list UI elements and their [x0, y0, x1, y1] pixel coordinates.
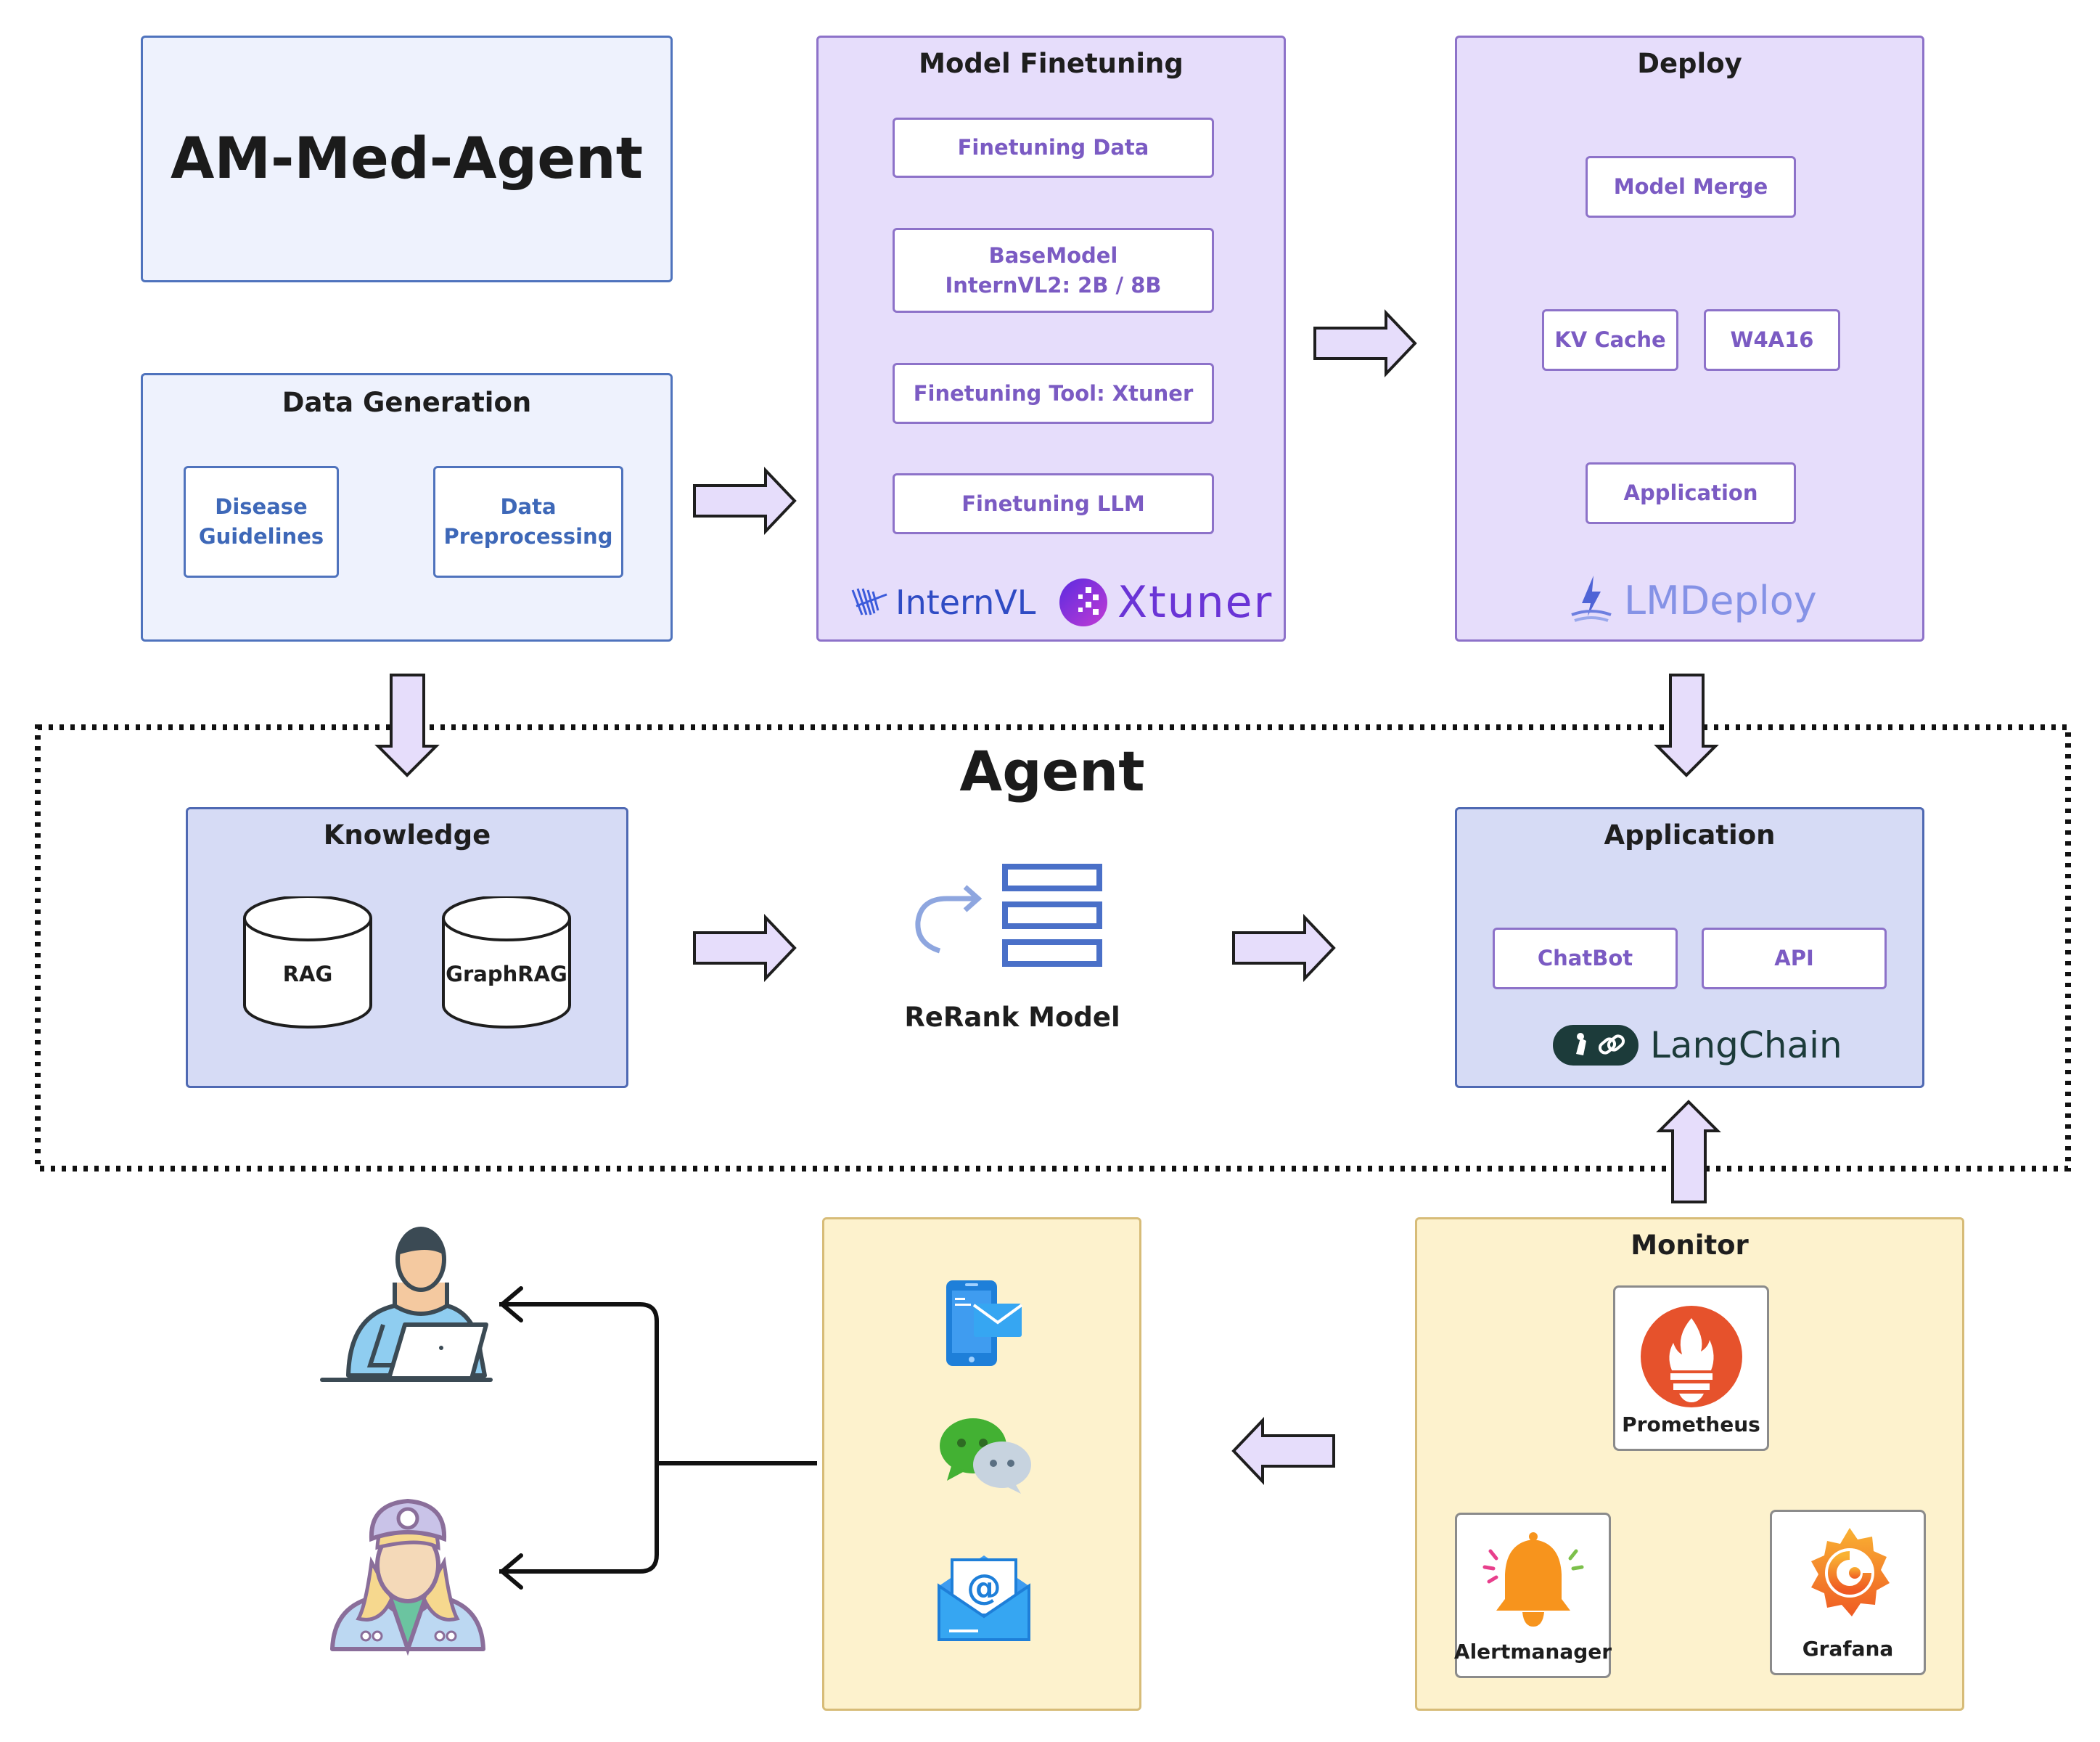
- prometheus-label: Prometheus: [1622, 1412, 1760, 1436]
- rerank-label: ReRank Model: [904, 1002, 1120, 1033]
- svg-text:@: @: [967, 1567, 1001, 1608]
- notification-panel: @: [822, 1217, 1141, 1711]
- data-preprocessing-box: Data Preprocessing: [433, 466, 623, 578]
- arrow-rerank-to-application: [1232, 914, 1336, 982]
- kv-cache-box: KV Cache: [1542, 309, 1678, 371]
- arrow-datagen-to-knowledge: [374, 674, 440, 777]
- agent-application-panel: Application ChatBot API LangChain: [1455, 807, 1924, 1088]
- internvl-icon: [851, 588, 887, 616]
- graphrag-label: GraphRAG: [446, 962, 567, 986]
- agent-application-title: Application: [1604, 819, 1776, 851]
- finetuning-tool-box: Finetuning Tool: Xtuner: [893, 363, 1214, 424]
- chatbot-box: ChatBot: [1493, 928, 1678, 989]
- title-panel: AM-Med-Agent: [141, 36, 673, 282]
- prometheus-box: Prometheus: [1613, 1285, 1769, 1451]
- internvl-label: InternVL: [895, 583, 1036, 622]
- deploy-title: Deploy: [1637, 48, 1742, 79]
- arrow-finetune-to-deploy: [1313, 309, 1417, 377]
- alertmanager-label: Alertmanager: [1453, 1639, 1612, 1664]
- langchain-label: LangChain: [1650, 1024, 1842, 1066]
- grafana-box: Grafana: [1770, 1510, 1926, 1675]
- agent-title: Agent: [959, 739, 1145, 803]
- lmdeploy-icon: [1571, 576, 1612, 622]
- doctor-icon: [330, 1498, 485, 1656]
- agent-boundary: [35, 724, 2071, 1171]
- internvl-logo: InternVL: [849, 581, 1035, 624]
- wechat-icon: [940, 1418, 1031, 1494]
- xtuner-label: Xtuner: [1117, 577, 1273, 628]
- monitor-panel: Monitor Prometheus Alertmanager: [1415, 1217, 1964, 1711]
- alertmanager-box: Alertmanager: [1453, 1513, 1612, 1678]
- xtuner-logo: Xtuner: [1057, 575, 1273, 630]
- langchain-logo: LangChain: [1551, 1020, 1842, 1071]
- model-merge-box: Model Merge: [1586, 156, 1796, 218]
- arrow-deploy-to-application: [1654, 674, 1719, 777]
- arrow-monitor-to-notify: [1231, 1417, 1335, 1485]
- knowledge-panel: Knowledge RAG GraphRAG: [186, 807, 628, 1088]
- rag-label: RAG: [282, 962, 333, 986]
- prometheus-icon: [1641, 1306, 1742, 1407]
- rag-database-icon: [243, 896, 372, 1029]
- data-generation-panel: Data Generation Disease Guidelines Data …: [141, 373, 673, 642]
- model-finetuning-panel: Model Finetuning Finetuning Data BaseMod…: [816, 36, 1286, 642]
- api-box: API: [1702, 928, 1887, 989]
- rerank-icon: [915, 864, 1102, 967]
- graphrag-database-icon: [442, 896, 571, 1029]
- w4a16-box: W4A16: [1704, 309, 1840, 371]
- sms-phone-icon: [946, 1280, 1023, 1366]
- user-laptop-icon: [320, 1227, 493, 1382]
- alertmanager-bell-icon: [1482, 1532, 1584, 1627]
- model-finetuning-title: Model Finetuning: [919, 48, 1184, 79]
- lmdeploy-logo: LMDeploy: [1566, 571, 1817, 629]
- langchain-icon: [1553, 1025, 1638, 1066]
- disease-guidelines-box: Disease Guidelines: [184, 466, 339, 578]
- arrow-knowledge-to-rerank: [693, 914, 797, 982]
- lmdeploy-label: LMDeploy: [1624, 577, 1817, 623]
- page-title: AM-Med-Agent: [170, 126, 643, 192]
- finetuning-data-box: Finetuning Data: [893, 118, 1214, 178]
- finetuning-llm-box: Finetuning LLM: [893, 473, 1214, 534]
- basemodel-box: BaseModel InternVL2: 2B / 8B: [893, 228, 1214, 313]
- monitor-title: Monitor: [1631, 1230, 1749, 1261]
- deploy-application-box: Application: [1586, 462, 1796, 524]
- xtuner-icon: [1059, 578, 1107, 626]
- email-icon: @: [938, 1555, 1030, 1641]
- grafana-icon: [1811, 1528, 1890, 1616]
- deploy-panel: Deploy Model Merge KV Cache W4A16 Applic…: [1455, 36, 1924, 642]
- knowledge-title: Knowledge: [323, 819, 491, 851]
- arrow-monitor-to-application: [1656, 1100, 1721, 1203]
- data-generation-title: Data Generation: [282, 387, 532, 418]
- grafana-label: Grafana: [1802, 1636, 1894, 1661]
- arrow-datagen-to-finetune: [693, 467, 797, 535]
